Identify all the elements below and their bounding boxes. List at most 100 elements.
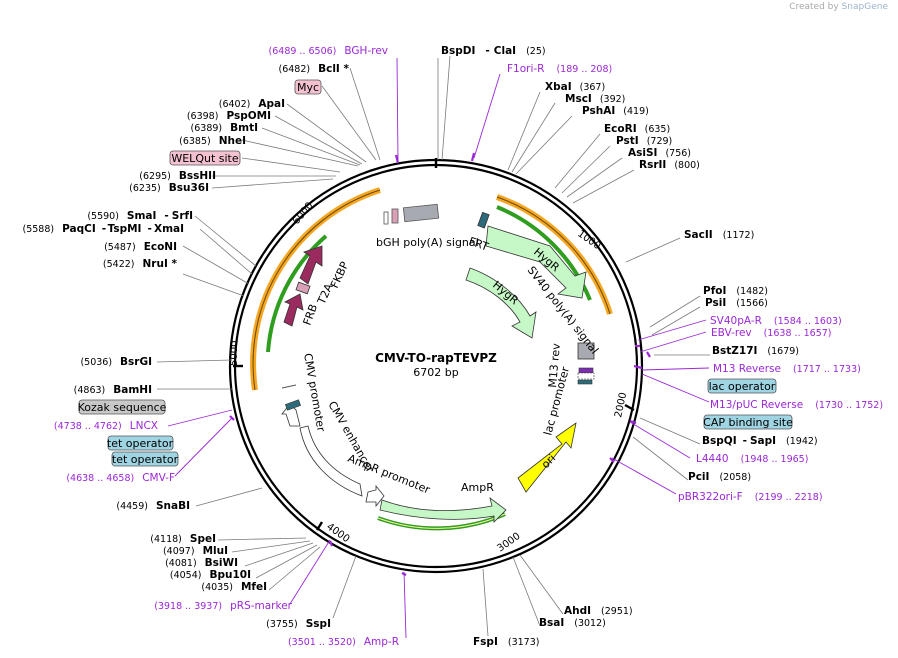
enzyme-label-pfoi: PfoI(1482) xyxy=(703,285,768,297)
primer-label-bgh-rev: (6489 .. 6506)BGH-rev xyxy=(269,45,388,57)
tet-operator-label-1: tet operator xyxy=(107,437,174,450)
enzyme-label-econi: (5487)EcoNI xyxy=(104,241,177,253)
fkbp-arrow xyxy=(299,245,323,285)
orange-arc-left-core xyxy=(252,189,381,391)
tick-label-3000: 3000 xyxy=(495,531,522,555)
lac-promoter-mark xyxy=(577,372,595,380)
primer-label-cmv-f: (4638 .. 4658)CMV-F xyxy=(66,472,175,484)
frb-arrow xyxy=(283,293,304,327)
orange-arc-left xyxy=(250,187,381,391)
label-cmv-promoter: CMV promoter xyxy=(301,352,328,433)
enzyme-label-ahdi: AhdI(2951) xyxy=(564,605,633,617)
enzyme-label-bsshii: (6295)BssHII xyxy=(139,170,216,182)
tet-operator-label-box-2 xyxy=(111,451,179,467)
label-bgh-polya: bGH poly(A) signal xyxy=(376,236,479,249)
myc-mark xyxy=(383,211,389,225)
enzyme-label-smai-srfi: (5590)SmaI-SrfI xyxy=(87,210,193,222)
primer-label-m13-reverse: M13 Reverse(1717 .. 1733) xyxy=(713,363,861,375)
primer-label-prs-marker: (3918 .. 3937)pRS-marker xyxy=(154,600,292,612)
enzyme-label-sacii: SacII(1172) xyxy=(684,229,754,241)
label-fkbp: FKBP xyxy=(328,259,352,290)
enzyme-label-pspomi: (6398)PspOMI xyxy=(187,110,271,122)
hygr-outer-arrow xyxy=(485,225,587,299)
enzyme-label-mlui: (4097)MluI xyxy=(163,545,228,557)
plasmid-length: 6702 bp xyxy=(413,366,458,379)
cap-binding-label: CAP binding site xyxy=(703,416,793,429)
cmv-promoter-arrow xyxy=(281,403,301,427)
enzyme-label-spei: (4118)SpeI xyxy=(150,533,216,545)
lac-operator-label-box xyxy=(707,378,777,394)
primer-label-pbr322ori-f: pBR322ori-F(2199 .. 2218) xyxy=(678,491,823,503)
cap-mark xyxy=(577,379,593,385)
cap-binding-label-box xyxy=(703,414,793,430)
enzyme-label-nrui: (5422)NruI * xyxy=(103,258,178,270)
enzyme-label-pshai: PshAI(419) xyxy=(582,105,649,117)
enzyme-label-paqci-tspmi-xmai: (5588)PaqCI-TspMI-XmaI xyxy=(23,223,185,235)
tick-label-5000: 5000 xyxy=(229,341,240,366)
sv40-polya-box xyxy=(577,342,595,360)
green-arc-left xyxy=(266,234,328,353)
enzyme-label-asisi: AsiSI(756) xyxy=(628,147,691,159)
enzyme-label-pcii: PciI(2058) xyxy=(688,471,751,483)
enzyme-label-ecori: EcoRI(635) xyxy=(604,123,670,135)
tick-marks xyxy=(233,158,635,531)
enzyme-label-bsiwi: (4081)BsiWI xyxy=(165,557,238,569)
primer-marks xyxy=(229,152,651,576)
kozak-label-box xyxy=(78,399,166,415)
kozak-mark xyxy=(281,384,297,389)
t2a-box xyxy=(295,281,311,295)
label-lac-promoter: lac promoter xyxy=(541,365,572,437)
label-m13-rev: M13 rev xyxy=(546,342,563,388)
enzyme-label-rsrii: RsrII(800) xyxy=(639,159,700,171)
leader-lines xyxy=(156,55,710,637)
bgh-polya-box xyxy=(402,203,440,223)
ampr-arrow xyxy=(379,497,507,523)
label-ampr: AmpR xyxy=(461,481,494,494)
kozak-label: Kozak sequence xyxy=(78,401,167,414)
enzyme-label-bamhi: (4863)BamHI xyxy=(74,384,152,396)
tet-operator-label-2: tet operator xyxy=(112,453,179,466)
tick-label-1000: 1000 xyxy=(575,228,602,252)
label-frt: FRT xyxy=(467,235,490,254)
label-frb: FRB xyxy=(301,302,321,327)
myc-label: Myc xyxy=(297,81,319,94)
enzyme-label-mfei: (4035)MfeI xyxy=(201,581,267,593)
enzyme-label-bpu10i: (4054)Bpu10I xyxy=(170,569,251,581)
enzyme-label-fspi: FspI(3173) xyxy=(473,636,539,648)
frt-mark xyxy=(477,211,490,229)
primer-lines xyxy=(167,57,710,639)
myc-label-box xyxy=(294,79,322,95)
welqut-mark xyxy=(391,208,399,224)
cmv-enhancer-arrow xyxy=(299,425,363,497)
enzyme-label-psti: PstI(729) xyxy=(616,135,672,147)
lac-operator-label: lac operator xyxy=(709,380,776,393)
enzyme-label-bsrgi: (5036)BsrGI xyxy=(80,356,152,368)
primer-label-ebv-rev: EBV-rev(1638 .. 1657) xyxy=(711,327,832,339)
snapgene-logo: SnapGene xyxy=(841,2,888,12)
ori-arrow xyxy=(517,422,577,493)
enzyme-label-bmti: (6389)BmtI xyxy=(191,122,258,134)
ampr-promoter-arrow xyxy=(365,484,385,508)
welqut-label: WELQut site xyxy=(171,152,238,165)
enzyme-label-bcli: (6482)BclI * xyxy=(279,63,350,75)
tick-label-6000: 6000 xyxy=(291,200,316,227)
primer-label-lncx: (4738 .. 4762)LNCX xyxy=(54,420,158,432)
enzyme-label-sspi: (3755)SspI xyxy=(266,618,331,630)
hygr-inner-arrow xyxy=(465,267,537,339)
welqut-label-box xyxy=(169,150,241,166)
tet-operator-label-box-1 xyxy=(107,435,174,451)
enzyme-label-nhei: (6385)NheI xyxy=(179,135,246,147)
plasmid-name: CMV-TO-rapTEVPZ xyxy=(375,351,497,365)
enzyme-label-msci: MscI(392) xyxy=(565,93,625,105)
enzyme-label-bspqi-sapi: BspQI-SapI(1942) xyxy=(702,435,818,447)
enzyme-label-bsai: BsaI(3012) xyxy=(539,617,606,629)
enzyme-label-apai: (6402)ApaI xyxy=(219,98,285,110)
enzyme-label-bstz17i: BstZ17I(1679) xyxy=(712,345,799,357)
m13-rev-mark xyxy=(578,367,594,374)
primer-label-amp-r: (3501 .. 3520)Amp-R xyxy=(288,636,399,648)
enzyme-label-psii: PsiI(1566) xyxy=(705,297,768,309)
primer-label-l4440: L4440(1948 .. 1965) xyxy=(696,453,808,465)
primer-label-m13-puc-reverse: M13/pUC Reverse(1730 .. 1752) xyxy=(710,399,883,411)
primer-label-sv40pa-r: SV40pA-R(1584 .. 1603) xyxy=(710,315,842,327)
